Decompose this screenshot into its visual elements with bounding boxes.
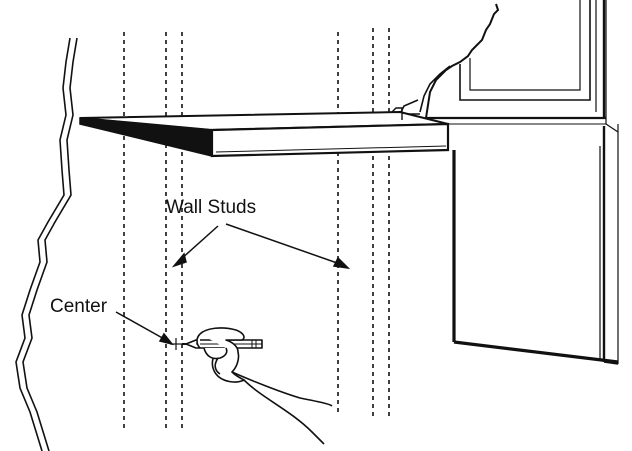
center-leader xyxy=(115,311,174,346)
wall-break-line xyxy=(15,37,78,451)
center-label: Center xyxy=(50,296,108,317)
wall-studs-arrows xyxy=(171,223,351,270)
center-mark xyxy=(170,338,182,350)
cabinet-icon xyxy=(398,0,607,125)
hand-with-pencil-icon xyxy=(182,327,333,445)
wall-panel xyxy=(452,123,619,365)
range-hood-icon xyxy=(79,107,450,158)
wall-studs-label: Wall Studs xyxy=(166,197,256,218)
wall-studs xyxy=(123,28,390,432)
